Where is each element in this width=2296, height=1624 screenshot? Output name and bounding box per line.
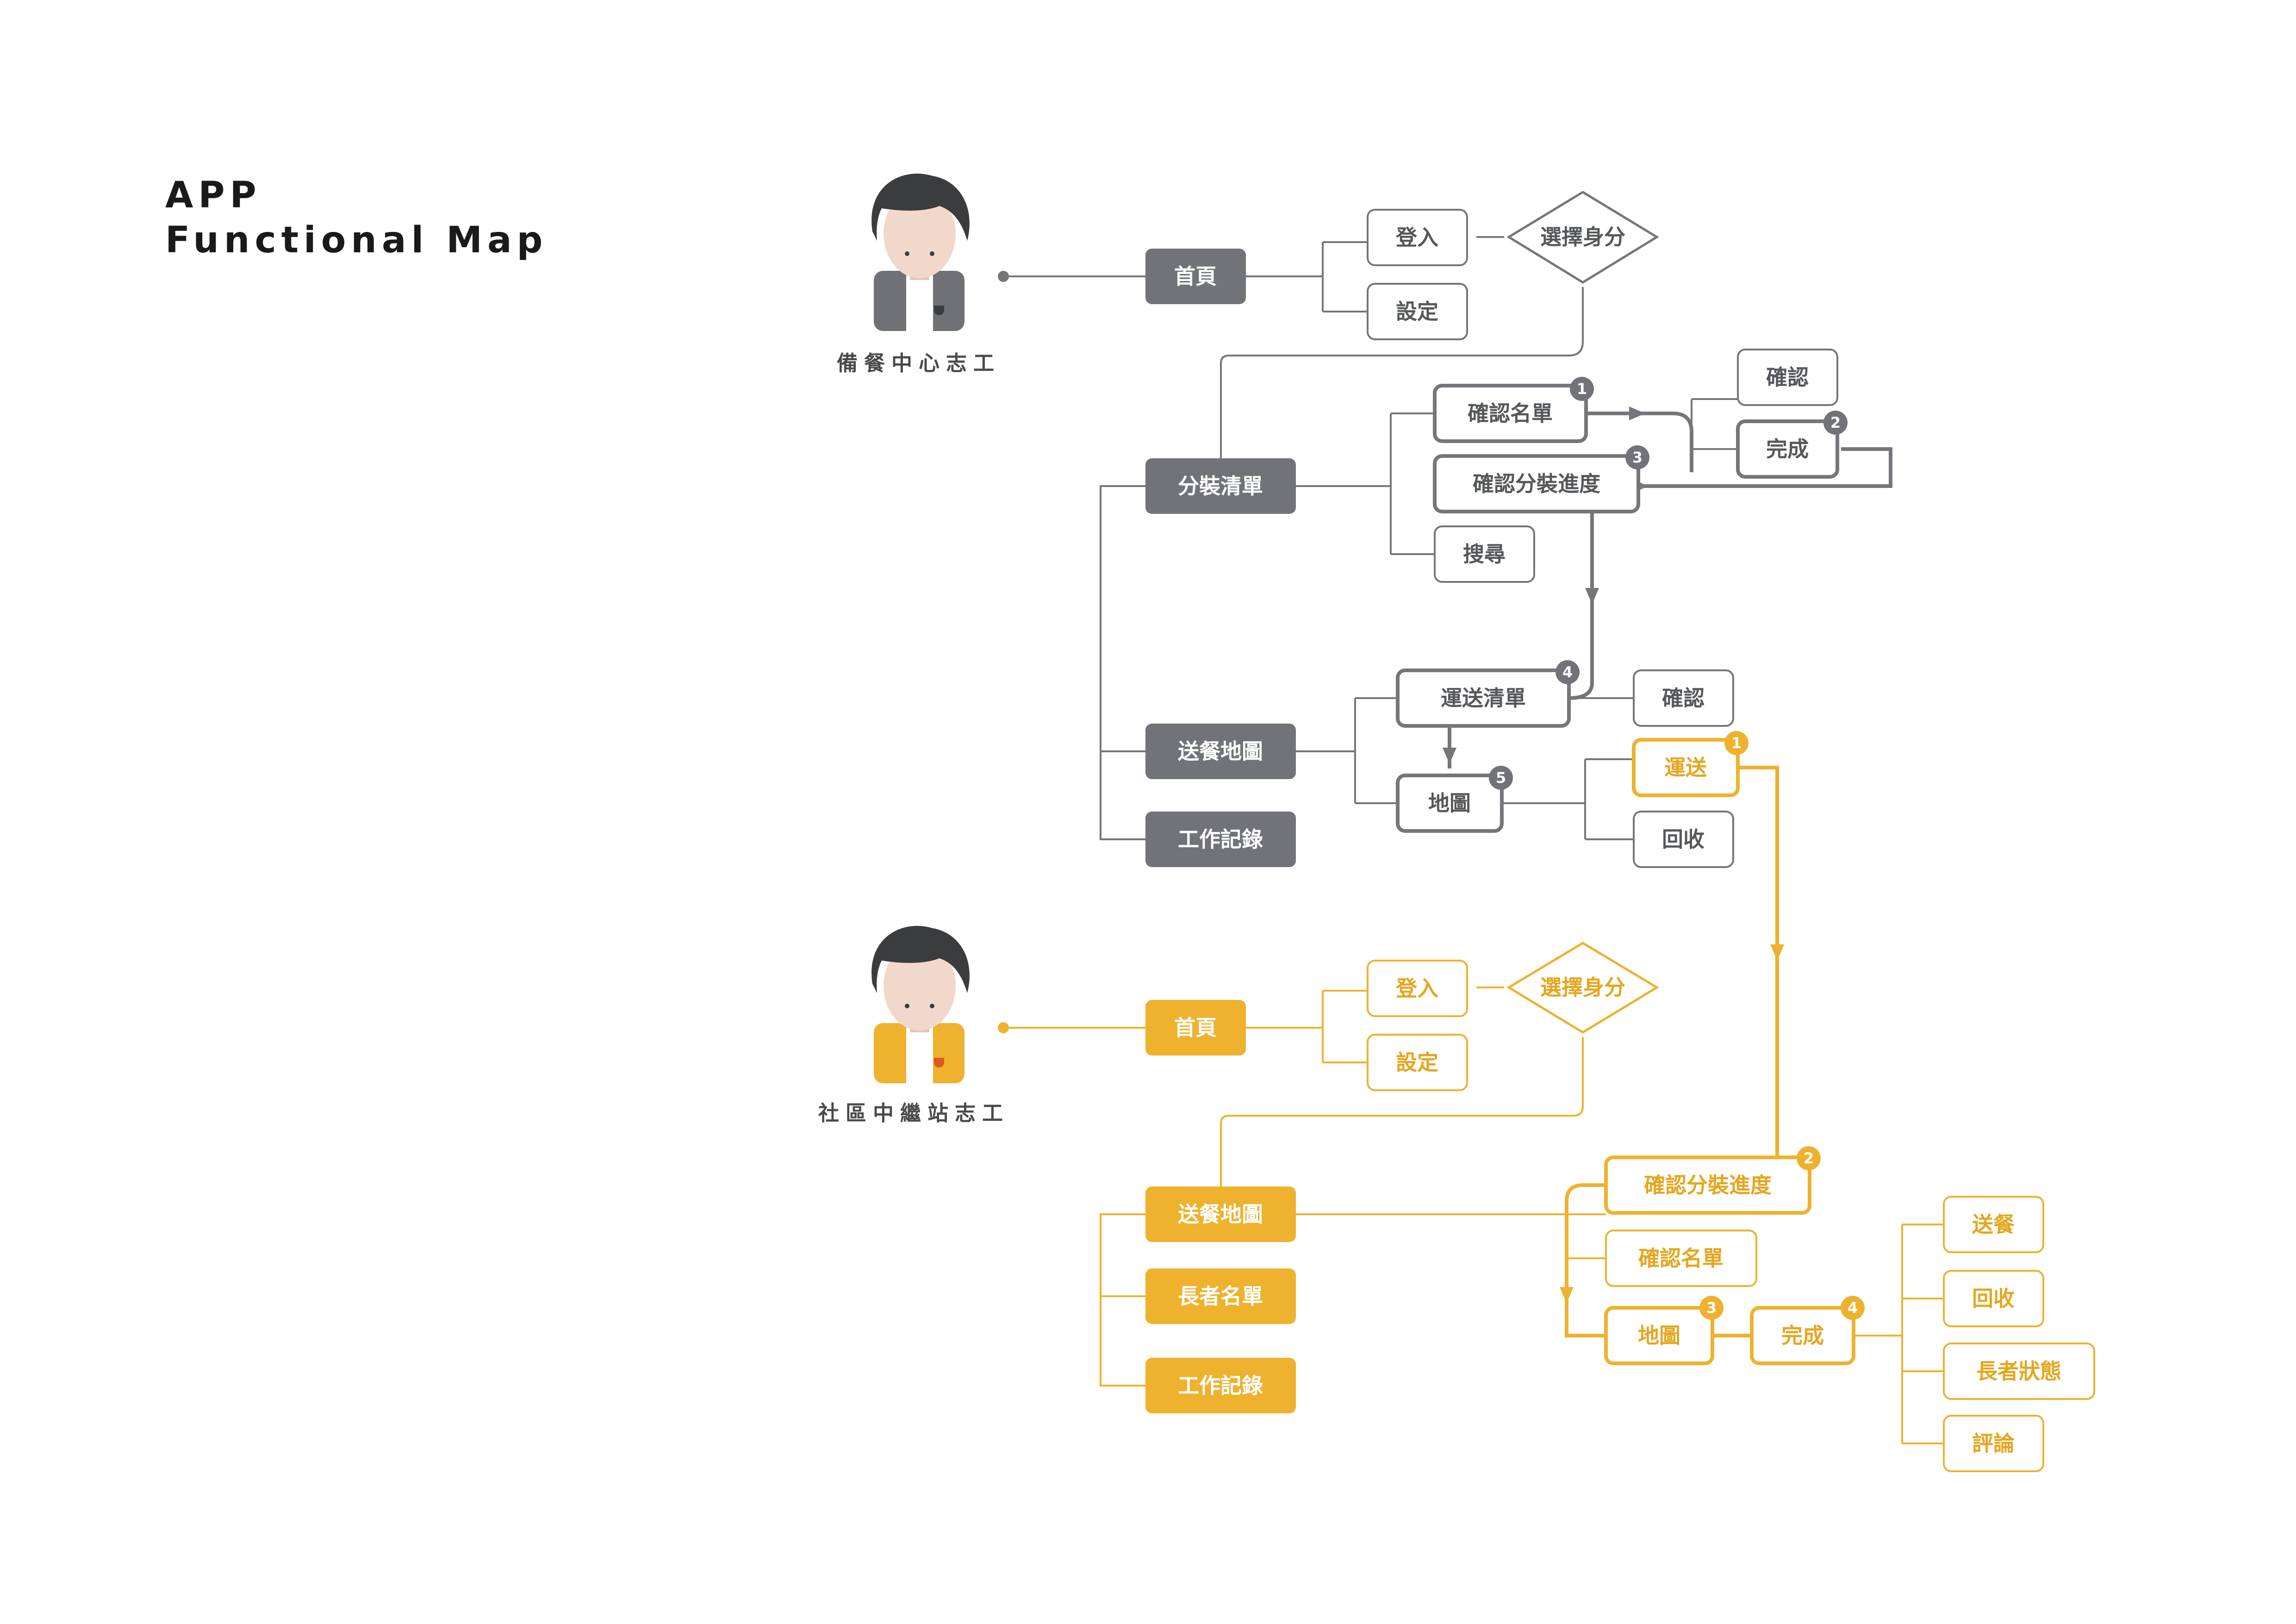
kitchen-transport-list-node[interactable]: 運送清單 [1396,668,1571,728]
station-badge-3: 3 [1699,1296,1724,1320]
kitchen-login-label: 登入 [1395,225,1438,250]
kitchen-choose-identity-diamond[interactable]: 選擇身分 [1506,191,1659,284]
station-work-record-label: 工作記錄 [1178,1373,1263,1398]
station-complete-node[interactable]: 完成 [1750,1306,1855,1365]
title-line-1: APP [165,175,261,216]
station-connectors [998,987,1944,1444]
station-elder-list-label: 長者名單 [1178,1284,1263,1309]
station-badge-1: 1 [1724,731,1748,755]
svg-text:3: 3 [1706,1299,1717,1317]
kitchen-map-node[interactable]: 地圖 [1396,774,1504,833]
kitchen-confirm-list-node[interactable]: 確認名單 [1433,384,1588,443]
kitchen-volunteer-flow: 備餐中心志工 選擇身分 [837,174,1892,868]
station-volunteer-flow: 社區中繼站志工 選擇身分 首頁 [818,731,2095,1472]
svg-text:1: 1 [1731,734,1742,752]
kitchen-confirm-list-label: 確認名單 [1468,401,1553,426]
kitchen-badge-3: 3 [1625,445,1649,469]
station-map-node[interactable]: 地圖 [1604,1306,1714,1365]
station-comment-node[interactable]: 評論 [1943,1415,2044,1472]
station-elder-status-label: 長者狀態 [1976,1359,2061,1384]
kitchen-delivery-map-label: 送餐地圖 [1178,739,1263,764]
kitchen-badge-1: 1 [1570,377,1594,401]
station-login-label: 登入 [1395,976,1438,1001]
svg-text:4: 4 [1848,1299,1858,1317]
station-delivery-map-label: 送餐地圖 [1178,1202,1263,1227]
station-login-node[interactable]: 登入 [1367,960,1468,1017]
kitchen-choose-identity-label: 選擇身分 [1540,225,1625,250]
station-choose-identity-diamond[interactable]: 選擇身分 [1506,942,1659,1034]
station-badge-2: 2 [1797,1146,1821,1170]
station-elder-status-node[interactable]: 長者狀態 [1943,1343,2095,1400]
kitchen-settings-node[interactable]: 設定 [1367,283,1468,340]
station-delivery-map-node[interactable]: 送餐地圖 [1145,1187,1296,1242]
station-settings-label: 設定 [1396,1050,1438,1075]
station-volunteer-avatar [871,926,970,1083]
station-complete-label: 完成 [1781,1323,1824,1348]
station-home-label: 首頁 [1174,1015,1217,1040]
kitchen-complete-node[interactable]: 完成 [1736,419,1839,479]
kitchen-complete-label: 完成 [1766,437,1809,462]
kitchen-search-label: 搜尋 [1463,542,1506,567]
station-deliver-meal-label: 送餐 [1972,1212,2015,1237]
kitchen-recycle-label: 回收 [1662,827,1705,852]
svg-text:4: 4 [1562,663,1573,681]
kitchen-confirm-progress-node[interactable]: 確認分裝進度 [1433,454,1640,513]
kitchen-volunteer-avatar [871,174,970,331]
station-work-record-node[interactable]: 工作記錄 [1145,1358,1296,1413]
kitchen-map-label: 地圖 [1428,791,1471,816]
svg-text:2: 2 [1804,1149,1814,1167]
kitchen-settings-label: 設定 [1396,299,1438,324]
kitchen-volunteer-label: 備餐中心志工 [837,351,1001,375]
kitchen-packing-list-node[interactable]: 分裝清單 [1145,458,1296,514]
station-volunteer-label: 社區中繼站志工 [818,1101,1009,1125]
station-confirm-progress-label: 確認分裝進度 [1644,1173,1772,1198]
station-deliver-meal-node[interactable]: 送餐 [1943,1196,2044,1253]
station-recycle-node[interactable]: 回收 [1943,1270,2044,1327]
station-confirm-list-node[interactable]: 確認名單 [1605,1230,1757,1287]
kitchen-confirm-progress-label: 確認分裝進度 [1473,471,1600,496]
kitchen-transport-list-label: 運送清單 [1441,686,1526,711]
kitchen-badge-4: 4 [1556,660,1580,684]
title-line-2: Functional Map [165,219,548,261]
station-transport-node[interactable]: 運送 [1632,738,1740,797]
kitchen-search-node[interactable]: 搜尋 [1434,525,1535,583]
station-map-label: 地圖 [1638,1323,1680,1348]
kitchen-home-node[interactable]: 首頁 [1145,249,1246,304]
svg-text:5: 5 [1496,769,1506,787]
svg-text:3: 3 [1632,449,1643,466]
station-choose-identity-label: 選擇身分 [1540,975,1625,1000]
station-recycle-label: 回收 [1972,1286,2015,1311]
kitchen-home-label: 首頁 [1174,264,1217,289]
kitchen-login-node[interactable]: 登入 [1367,209,1468,266]
kitchen-confirm-node[interactable]: 確認 [1737,349,1838,406]
kitchen-packing-list-label: 分裝清單 [1178,474,1263,499]
kitchen-confirm-label: 確認 [1766,365,1809,390]
station-confirm-list-label: 確認名單 [1638,1246,1724,1271]
station-comment-label: 評論 [1972,1431,2015,1456]
kitchen-recycle-node[interactable]: 回收 [1633,811,1734,868]
svg-text:1: 1 [1577,380,1587,398]
kitchen-flow-arrows [1443,406,1892,768]
station-flow-arrows [1560,766,1784,1337]
station-home-node[interactable]: 首頁 [1145,1000,1246,1056]
station-settings-node[interactable]: 設定 [1367,1034,1468,1091]
station-transport-label: 運送 [1664,755,1707,780]
kitchen-work-record-node[interactable]: 工作記錄 [1145,812,1296,867]
kitchen-badge-5: 5 [1489,766,1513,790]
station-elder-list-node[interactable]: 長者名單 [1145,1268,1296,1324]
station-badge-4: 4 [1841,1296,1865,1320]
kitchen-delivery-map-node[interactable]: 送餐地圖 [1145,724,1296,779]
kitchen-confirm2-node[interactable]: 確認 [1633,669,1734,727]
kitchen-badge-2: 2 [1823,411,1848,435]
kitchen-work-record-label: 工作記錄 [1178,827,1263,852]
kitchen-confirm2-label: 確認 [1662,686,1705,711]
svg-text:2: 2 [1830,414,1841,431]
station-confirm-progress-node[interactable]: 確認分裝進度 [1604,1156,1811,1215]
